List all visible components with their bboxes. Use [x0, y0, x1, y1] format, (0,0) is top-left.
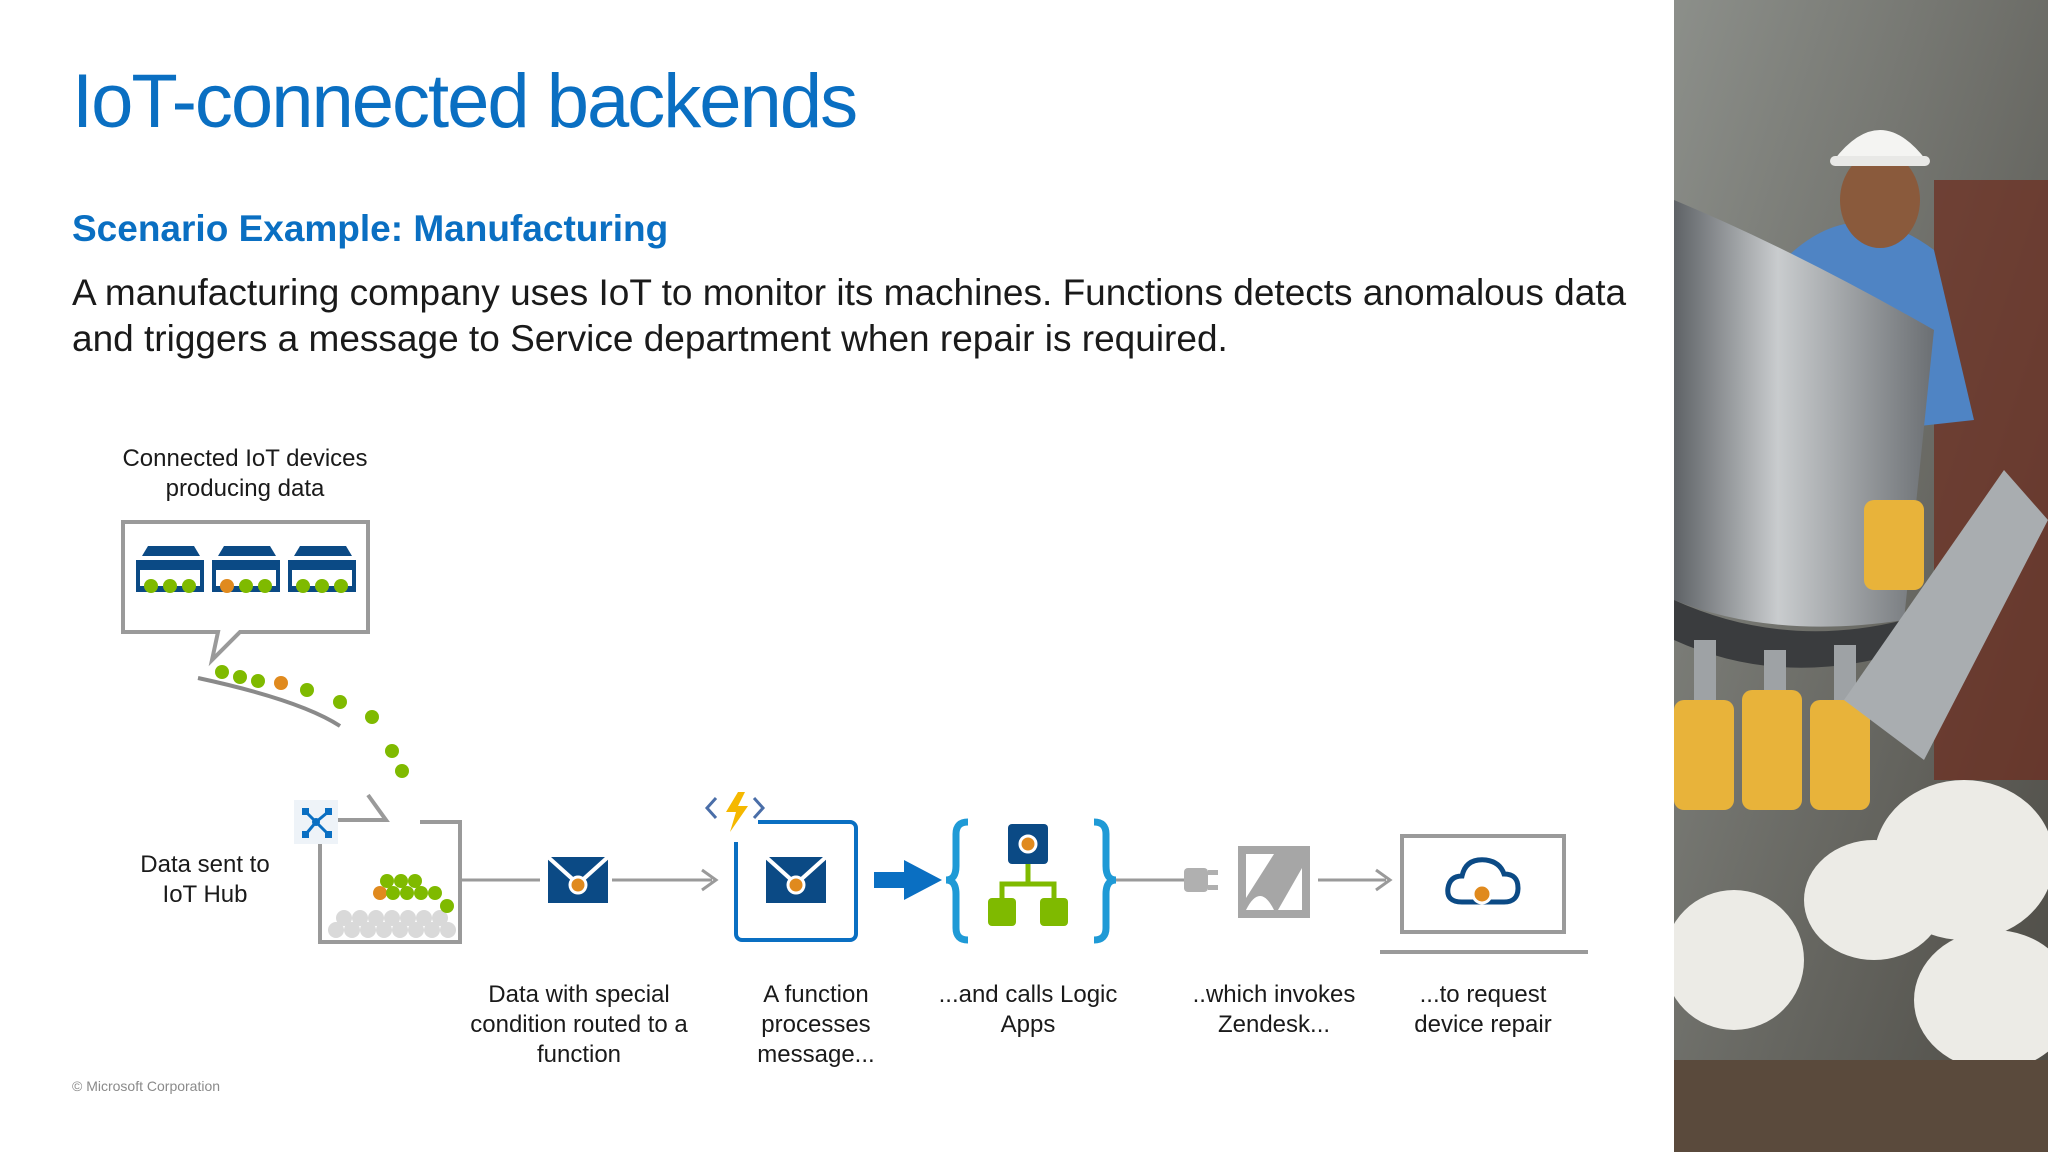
devices-label: Connected IoT devices producing data: [122, 445, 368, 502]
plug-icon: [1184, 868, 1218, 892]
iot-devices-panel: [121, 520, 370, 667]
azure-function-icon: [704, 786, 858, 942]
step-label-function: A function processes message...: [757, 981, 875, 1068]
slide-subtitle: Scenario Example: Manufacturing: [72, 208, 669, 249]
zendesk-icon: [1238, 846, 1310, 918]
hub-data-pile: [328, 910, 456, 938]
hub-new-data: [373, 874, 454, 913]
iot-device-icon: [288, 546, 356, 593]
step-label-logic-apps: ...and calls Logic Apps: [938, 981, 1118, 1038]
architecture-diagram: [121, 520, 1588, 954]
iot-hub-bin: [318, 793, 462, 944]
slide-title: IoT-connected backends: [72, 59, 858, 144]
cloud-laptop-icon: [1380, 834, 1588, 954]
slide-description: A manufacturing company uses IoT to moni…: [72, 272, 1627, 359]
data-stream-dots: [215, 665, 409, 778]
iot-device-icon: [212, 546, 280, 593]
message-envelope-icon: [546, 855, 610, 903]
step-label-zendesk: ..which invokes Zendesk...: [1192, 981, 1356, 1038]
step-label-route: Data with special condition routed to a …: [470, 981, 688, 1068]
hub-label: Data sent to IoT Hub: [140, 851, 270, 908]
iot-hub-icon: [294, 800, 338, 844]
connector-arrowhead: [1375, 868, 1393, 892]
connector-arrowhead: [701, 868, 719, 892]
iot-device-icon: [136, 546, 204, 593]
logic-apps-icon: [945, 818, 1117, 944]
copyright-notice: © Microsoft Corporation: [72, 1078, 221, 1094]
step-label-repair: ...to request device repair: [1414, 981, 1552, 1038]
factory-worker-photo: [1674, 0, 2048, 1152]
data-chute: [197, 676, 342, 728]
blue-flow-arrow: [874, 860, 942, 900]
